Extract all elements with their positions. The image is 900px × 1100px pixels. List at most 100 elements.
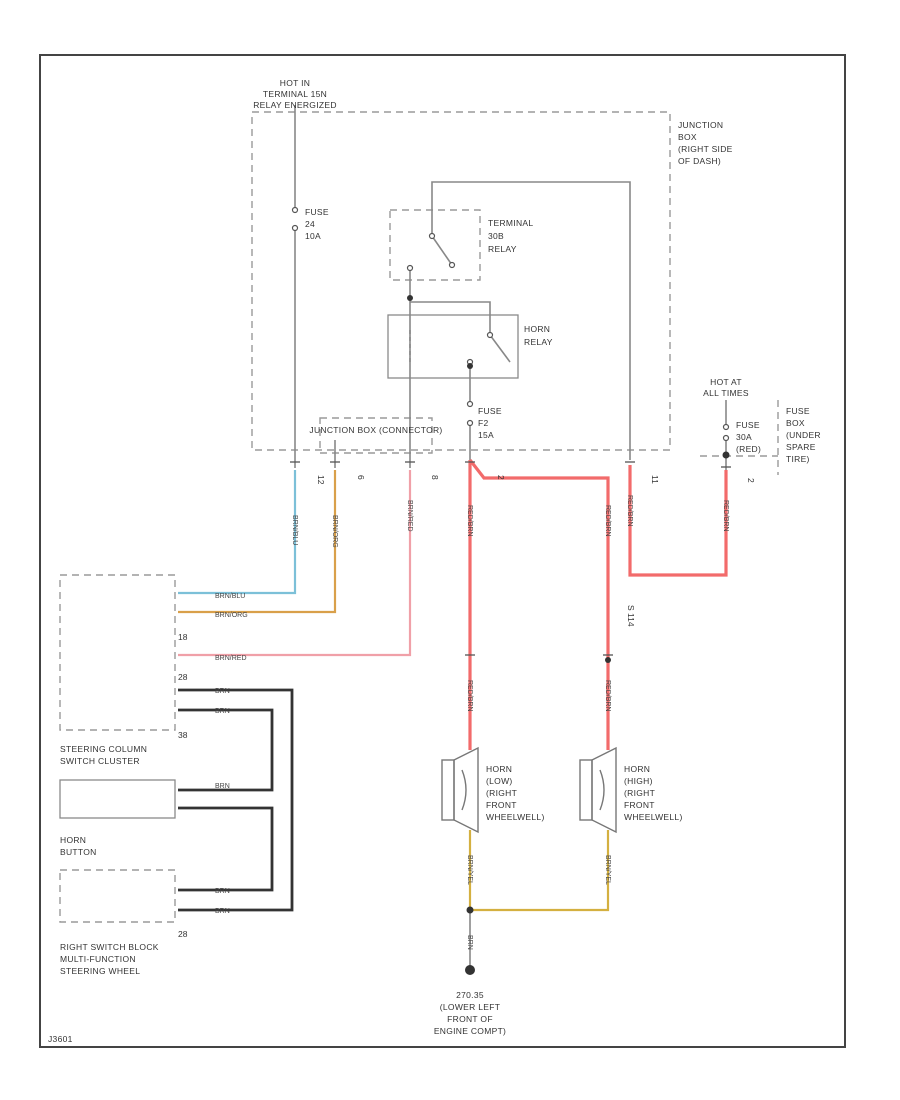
svg-text:STEERING WHEEL: STEERING WHEEL bbox=[60, 966, 140, 976]
svg-text:FRONT: FRONT bbox=[624, 800, 655, 810]
svg-text:RIGHT SWITCH BLOCK: RIGHT SWITCH BLOCK bbox=[60, 942, 159, 952]
svg-text:(RED): (RED) bbox=[736, 444, 761, 454]
junction-box-outline bbox=[251, 111, 671, 451]
svg-text:BOX: BOX bbox=[786, 418, 805, 428]
svg-text:RELAY: RELAY bbox=[488, 244, 517, 254]
pin-6: 6 bbox=[356, 475, 366, 480]
wire-horn-relay-feed bbox=[410, 301, 491, 335]
pin-8: 8 bbox=[430, 475, 440, 480]
svg-text:HORN: HORN bbox=[486, 764, 512, 774]
steering-column-switch-outline bbox=[59, 574, 176, 731]
wire-yellow-right bbox=[470, 830, 610, 912]
svg-text:(RIGHT: (RIGHT bbox=[486, 788, 517, 798]
corner-code: J3601 bbox=[48, 1034, 73, 1044]
pin-2-fuse-box: 2 bbox=[746, 478, 756, 483]
svg-text:HOT IN: HOT IN bbox=[280, 78, 310, 88]
svg-text:RELAY: RELAY bbox=[524, 337, 553, 347]
svg-text:JUNCTION: JUNCTION bbox=[678, 120, 723, 130]
connector-ticks bbox=[290, 461, 731, 656]
wire-label-brn-3: BRN bbox=[215, 783, 230, 790]
fuse-box-bracket bbox=[700, 400, 779, 475]
svg-text:24: 24 bbox=[305, 219, 315, 229]
wire-label-red-fuse: RED/BRN bbox=[722, 500, 729, 532]
wire-label-brn-4: BRN bbox=[215, 888, 230, 895]
right-switch-block-outline bbox=[59, 869, 176, 923]
svg-text:TERMINAL: TERMINAL bbox=[488, 218, 533, 228]
svg-text:(UNDER: (UNDER bbox=[786, 430, 821, 440]
wire-pink bbox=[178, 470, 412, 657]
pin-28: 28 bbox=[178, 672, 188, 682]
wire-label-blu: BRN/BLU bbox=[291, 515, 298, 545]
horn-relay-box bbox=[387, 314, 519, 379]
svg-text:WHEELWELL): WHEELWELL) bbox=[624, 812, 683, 822]
svg-text:HORN: HORN bbox=[624, 764, 650, 774]
wire-brown-1 bbox=[178, 688, 294, 912]
ground-terminal bbox=[465, 965, 475, 975]
label-fuse-30a: FUSE 30A (RED) bbox=[736, 420, 761, 454]
wire-label-brn-5: BRN bbox=[215, 908, 230, 915]
label-horn-high: HORN (HIGH) (RIGHT FRONT WHEELWELL) bbox=[624, 764, 683, 822]
svg-text:FUSE: FUSE bbox=[736, 420, 760, 430]
wire-red-right bbox=[468, 459, 610, 750]
wire-label-yel-left: BRN/YEL bbox=[466, 855, 473, 885]
wire-label-org: BRN/ORG bbox=[331, 515, 338, 548]
label-fuse-f2: FUSE F2 15A bbox=[478, 406, 502, 440]
junction-connector-outline bbox=[319, 417, 433, 454]
wire-label-yel-right: BRN/YEL bbox=[604, 855, 611, 885]
label-hot-in-run: HOT IN TERMINAL 15N RELAY ENERGIZED bbox=[253, 78, 337, 110]
svg-text:BOX: BOX bbox=[678, 132, 697, 142]
svg-text:BUTTON: BUTTON bbox=[60, 847, 97, 857]
label-junction-connector: JUNCTION BOX (CONNECTOR) bbox=[309, 425, 442, 435]
pin-18: 18 bbox=[178, 632, 188, 642]
wire-label-brn-1: BRN bbox=[215, 688, 230, 695]
wire-red-hot bbox=[628, 465, 728, 577]
svg-text:OF DASH): OF DASH) bbox=[678, 156, 721, 166]
svg-text:SPARE: SPARE bbox=[786, 442, 816, 452]
wire-label-red-h: BRN/RED bbox=[215, 655, 247, 662]
svg-text:FUSE: FUSE bbox=[786, 406, 810, 416]
svg-text:FUSE: FUSE bbox=[305, 207, 329, 217]
diagram-frame bbox=[39, 54, 846, 1048]
wire-brown-3 bbox=[178, 806, 274, 892]
label-fuse-box: FUSE BOX (UNDER SPARE TIRE) bbox=[786, 406, 821, 464]
svg-text:RELAY ENERGIZED: RELAY ENERGIZED bbox=[253, 100, 337, 110]
svg-text:30B: 30B bbox=[488, 231, 504, 241]
svg-text:30A: 30A bbox=[736, 432, 752, 442]
wire-brown-2 bbox=[178, 708, 274, 792]
svg-text:(RIGHT: (RIGHT bbox=[624, 788, 655, 798]
wire-orange bbox=[178, 470, 337, 614]
terminal-relay-contact bbox=[431, 235, 453, 266]
node-hot-at-all-times bbox=[722, 451, 730, 459]
wire-label-brn-2: BRN bbox=[215, 708, 230, 715]
wire-label-blu-h: BRN/BLU bbox=[215, 593, 245, 600]
horn-low-icon bbox=[441, 746, 479, 834]
wire-terminal-relay-top bbox=[431, 181, 631, 460]
wire-label-red: BRN/RED bbox=[406, 500, 413, 532]
svg-text:FRONT: FRONT bbox=[486, 800, 517, 810]
label-steering-column: STEERING COLUMN SWITCH CLUSTER bbox=[60, 744, 147, 766]
label-junction-box: JUNCTION BOX (RIGHT SIDE OF DASH) bbox=[678, 120, 733, 166]
wire-label-red-left: RED/BRN bbox=[466, 505, 473, 537]
svg-text:HOT AT: HOT AT bbox=[710, 377, 742, 387]
svg-text:270.35: 270.35 bbox=[456, 990, 484, 1000]
label-ground: 270.35 (LOWER LEFT FRONT OF ENGINE COMPT… bbox=[434, 990, 506, 1036]
pin-2: 2 bbox=[496, 475, 506, 480]
node-horn-relay-out bbox=[467, 363, 473, 369]
terminal-relay-outline bbox=[389, 209, 481, 281]
horn-high-icon bbox=[579, 746, 617, 834]
svg-text:ENGINE COMPT): ENGINE COMPT) bbox=[434, 1026, 506, 1036]
splice-s114 bbox=[605, 657, 611, 663]
wire-label-red-high-horn: RED/BRN bbox=[604, 680, 611, 712]
svg-text:MULTI-FUNCTION: MULTI-FUNCTION bbox=[60, 954, 136, 964]
svg-text:(RIGHT SIDE: (RIGHT SIDE bbox=[678, 144, 733, 154]
wire-label-red-hot: RED/BRN bbox=[626, 495, 633, 527]
label-hot-at-all-times: HOT AT ALL TIMES bbox=[703, 377, 748, 398]
splice-label: S 114 bbox=[626, 605, 636, 627]
pin-12: 12 bbox=[316, 475, 326, 485]
svg-text:(LOW): (LOW) bbox=[486, 776, 513, 786]
pin-11: 11 bbox=[650, 475, 660, 484]
node-horn-ground bbox=[466, 906, 474, 914]
svg-text:HORN: HORN bbox=[60, 835, 86, 845]
horn-button-box bbox=[59, 779, 176, 819]
